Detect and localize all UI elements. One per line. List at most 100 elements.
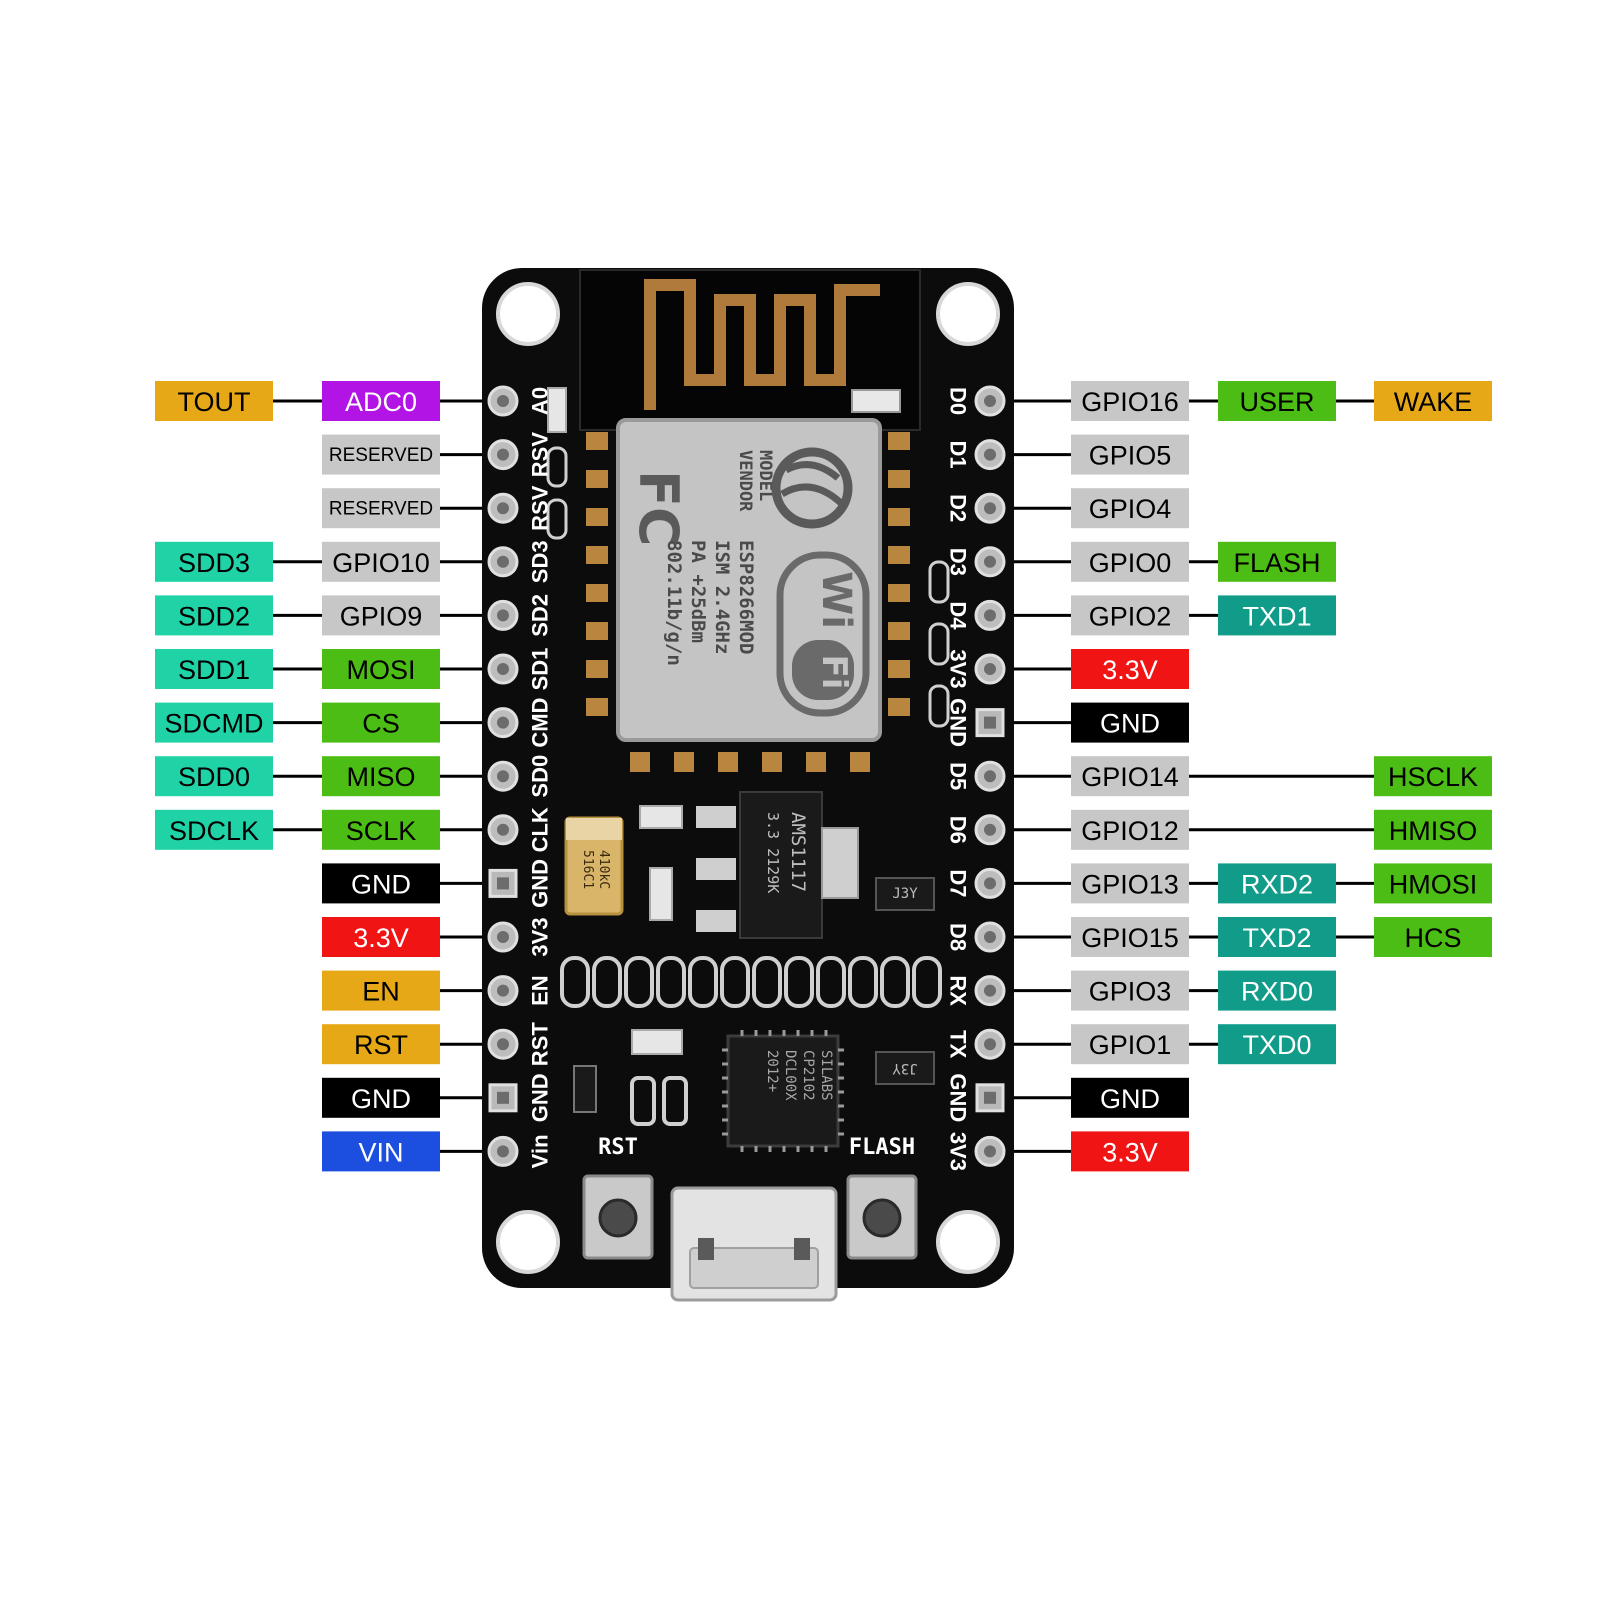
left-label-4-bg [322, 595, 440, 636]
right-label-6-bg [1071, 702, 1189, 743]
right-label-1-text: GPIO5 [1089, 441, 1172, 471]
left-label-5-bg [322, 649, 440, 689]
right-func2-label-8: HMISO [1374, 809, 1492, 850]
left-outer-label-5-bg [155, 649, 273, 689]
right-label-12-bg [1071, 1024, 1189, 1065]
right-label-3-bg [1071, 541, 1189, 582]
left-outer-label-6-text: SDCMD [165, 709, 264, 739]
right-header-pin-5 [974, 653, 1006, 685]
left-label-0: ADC0 [322, 381, 440, 421]
right-label-0-bg [1071, 381, 1189, 421]
micro-usb-port[interactable] [670, 1186, 838, 1302]
left-silk-label-7: SD0 [528, 755, 553, 798]
left-label-2-bg [322, 488, 440, 529]
left-outer-label-4-bg [155, 595, 273, 636]
left-silk-label-2: RSV [528, 485, 553, 531]
left-smd-led [547, 387, 567, 433]
module-model: ESP8266MOD [735, 540, 757, 654]
silkscreen-labels: A0RSVRSVSD3SD2SD1CMDSD0CLKGND3V3ENRSTGND… [528, 387, 971, 1171]
left-silk-label-1: RSV [528, 432, 553, 478]
right-header-pin-10 [974, 921, 1006, 953]
left-header-pin-8 [487, 814, 519, 846]
right-label-5-bg [1071, 649, 1189, 689]
right-silk-label-0: D0 [946, 387, 971, 415]
capacitor-label-1: 410kC [596, 850, 611, 889]
left-label-13: GND [322, 1077, 440, 1118]
left-header-pin-13 [488, 1083, 518, 1113]
regulator-tab [821, 827, 859, 899]
left-smd-resistor-2 [546, 498, 568, 540]
right-label-2-bg [1071, 488, 1189, 529]
connector-lines [273, 399, 1374, 1153]
right-func-label-10-bg [1218, 917, 1336, 957]
left-label-14-bg [322, 1131, 440, 1172]
left-label-1-bg [322, 434, 440, 475]
right-header-pin-13 [975, 1083, 1005, 1113]
flash-button[interactable] [846, 1174, 918, 1260]
left-header-pin-1 [487, 439, 519, 471]
espressif-logo [771, 447, 853, 529]
left-header-pin-9 [488, 868, 518, 898]
module-pads [586, 432, 910, 772]
right-label-4: GPIO2 [1071, 595, 1189, 636]
left-label-12-bg [322, 1024, 440, 1065]
right-silk-label-10: D8 [946, 923, 971, 951]
right-label-13-bg [1071, 1077, 1189, 1118]
right-func2-label-7-text: HSCLK [1388, 762, 1478, 792]
left-header-pin-6 [487, 707, 519, 739]
left-label-14-text: VIN [358, 1137, 403, 1167]
right-label-11-text: GPIO3 [1089, 977, 1172, 1007]
left-label-14: VIN [322, 1131, 440, 1172]
wifi-logo [776, 551, 870, 717]
left-label-7-text: MISO [346, 762, 415, 792]
mounting-hole-bottom-left [496, 1210, 560, 1274]
right-label-12-text: GPIO1 [1089, 1030, 1172, 1060]
rst-button[interactable] [582, 1174, 654, 1260]
right-func-label-11-bg [1218, 970, 1336, 1011]
left-label-8-text: SCLK [346, 816, 417, 846]
left-outer-label-4-text: SDD2 [178, 601, 250, 631]
right-func2-label-10-text: HCS [1404, 923, 1461, 953]
right-label-9-text: GPIO13 [1081, 869, 1179, 899]
left-label-6-bg [322, 702, 440, 743]
right-label-14-text: 3.3V [1102, 1137, 1158, 1167]
right-label-10-bg [1071, 917, 1189, 957]
right-silk-label-4: D4 [946, 601, 971, 630]
right-func2-label-0-bg [1374, 381, 1492, 421]
left-header-pin-4 [487, 599, 519, 631]
flash-button-label: FLASH [849, 1135, 915, 1160]
right-func-label-4-text: TXD1 [1242, 601, 1311, 631]
transistor-top [875, 877, 935, 911]
right-label-7: GPIO14 [1071, 756, 1189, 797]
right-label-1-bg [1071, 434, 1189, 475]
left-label-2-text: RESERVED [329, 499, 433, 520]
right-label-12: GPIO1 [1071, 1024, 1189, 1065]
right-func-label-4: TXD1 [1218, 595, 1336, 636]
left-outer-label-7-bg [155, 756, 273, 797]
rst-button-label: RST [598, 1135, 638, 1160]
left-label-11-text: EN [362, 977, 400, 1007]
right-func-label-3: FLASH [1218, 541, 1336, 582]
right-smd-resistor-2 [928, 622, 950, 666]
left-label-8: SCLK [322, 809, 440, 850]
right-label-14: 3.3V [1071, 1131, 1189, 1172]
right-func2-label-8-text: HMISO [1389, 816, 1478, 846]
smd-cap-left [630, 1076, 656, 1126]
module-vendor-label: VENDOR [735, 450, 755, 512]
cp2102-label-4: 2012+ [764, 1050, 780, 1092]
right-header-pin-0 [974, 385, 1006, 417]
right-header-pin-3 [974, 546, 1006, 578]
regulator-pin-2 [696, 858, 736, 880]
left-header-pin-5 [487, 653, 519, 685]
right-silk-label-1: D1 [946, 441, 971, 469]
left-smd-resistor-1 [546, 446, 568, 488]
right-func-label-12-bg [1218, 1024, 1336, 1065]
left-outer-label-0-text: TOUT [178, 387, 251, 417]
right-label-10: GPIO15 [1071, 917, 1189, 957]
left-outer-label-4: SDD2 [155, 595, 273, 636]
right-func-label-11: RXD0 [1218, 970, 1336, 1011]
right-label-13-text: GND [1100, 1084, 1160, 1114]
right-label-11-bg [1071, 970, 1189, 1011]
right-silk-label-7: D5 [946, 762, 971, 790]
